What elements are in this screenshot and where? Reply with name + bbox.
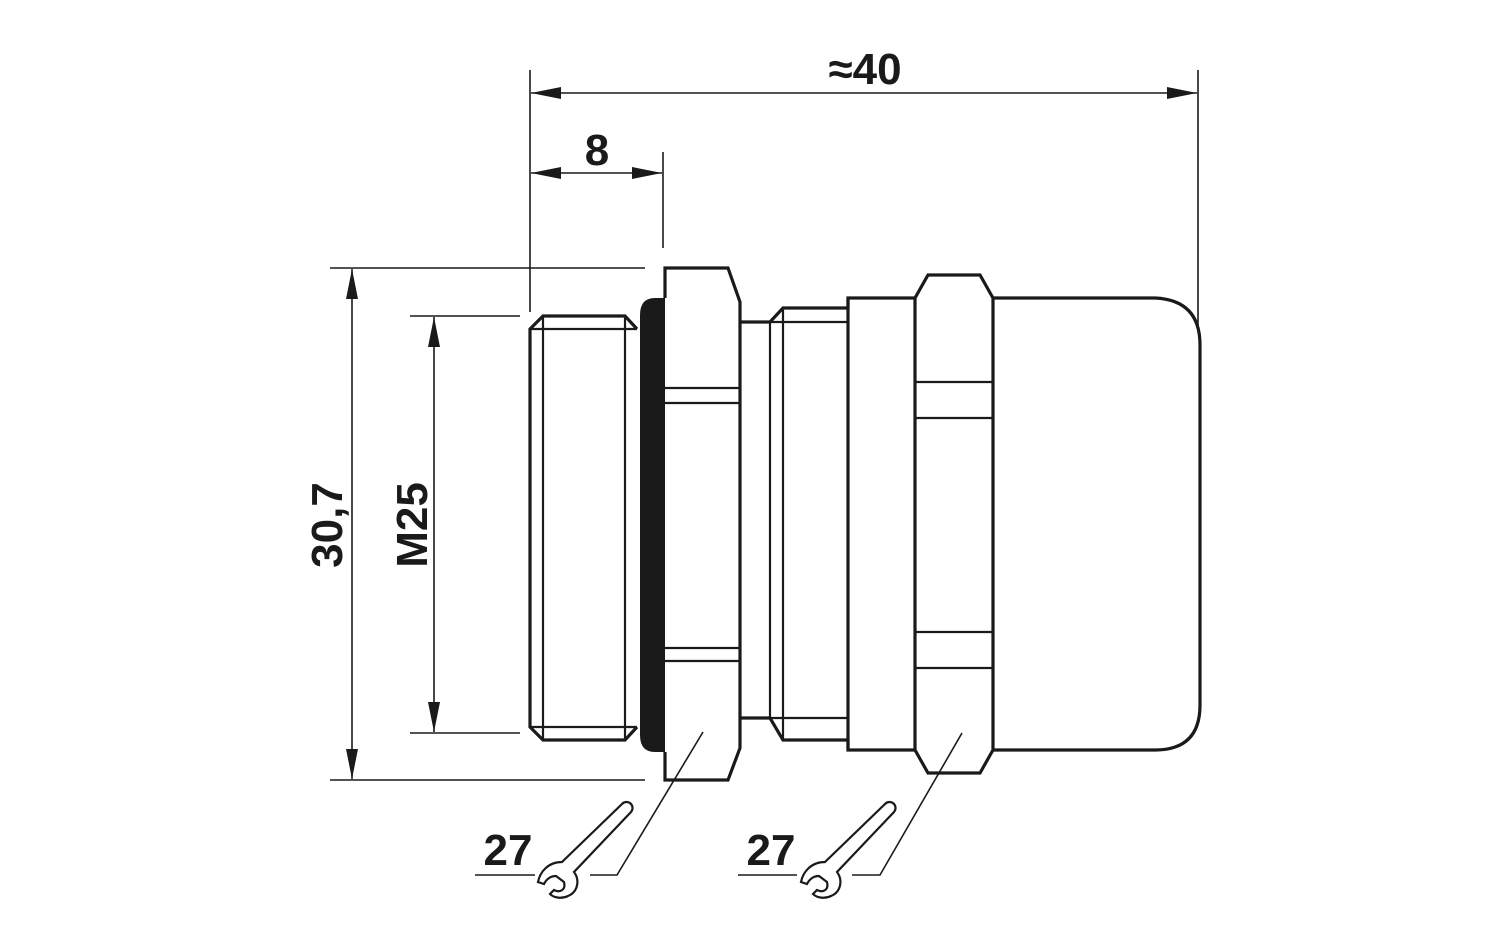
seal-ring [640, 298, 665, 752]
dimension-overall-length: ≈40 [529, 45, 1199, 328]
dimension-thread-size: M25 [388, 315, 520, 734]
body-thread [740, 306, 848, 742]
sealing-nut [913, 273, 995, 775]
thread-part [528, 314, 639, 742]
body [846, 296, 915, 752]
dimension-thread-length: 8 [531, 126, 664, 248]
wrench-callout-2: 27 [738, 732, 963, 899]
nut-height-label: 30,7 [303, 482, 352, 568]
wrench-size-label: 27 [484, 826, 533, 875]
wrench-size-label: 27 [747, 826, 796, 875]
overall-length-label: ≈40 [828, 45, 901, 94]
dome-cap [993, 296, 1202, 752]
lock-nut [663, 266, 742, 782]
dimension-nut-height: 30,7 [303, 267, 645, 781]
wrench-callout-1: 27 [475, 731, 704, 899]
wrench-icon [799, 800, 897, 899]
thread-size-label: M25 [388, 482, 437, 568]
thread-length-label: 8 [585, 126, 609, 175]
wrench-icon [536, 800, 634, 899]
